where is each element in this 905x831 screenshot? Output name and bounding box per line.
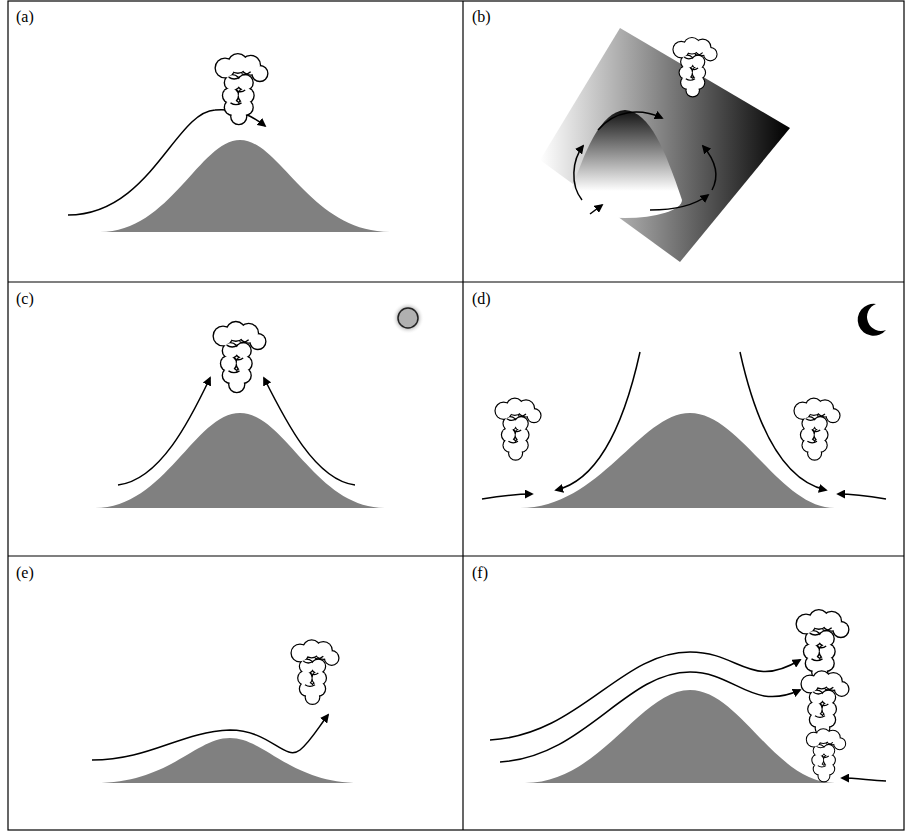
panel-a-art [68, 54, 390, 232]
panel-b-art [540, 28, 790, 262]
panel-grid [8, 1, 904, 830]
panel-label: (d) [472, 290, 491, 308]
panel-e-art [92, 641, 360, 784]
panel-label: (c) [16, 290, 34, 308]
panel-label: (b) [472, 8, 491, 26]
panel-label: (a) [16, 8, 34, 26]
panel-f-art [490, 610, 886, 783]
panel-label: (e) [16, 564, 34, 582]
panel-d-art [482, 304, 886, 508]
panel-label: (f) [472, 564, 488, 582]
panel-c-art [95, 302, 424, 508]
